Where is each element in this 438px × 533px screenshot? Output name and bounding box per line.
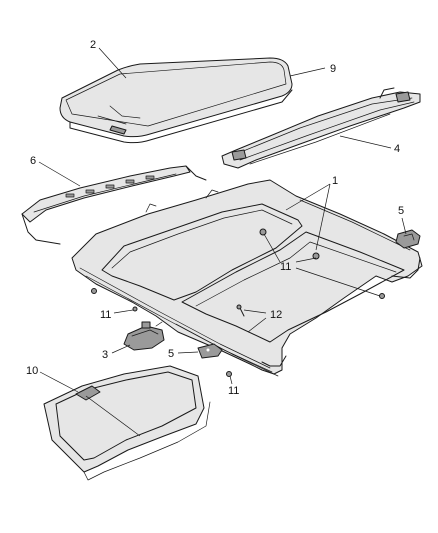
callout-1: 1 [332, 175, 338, 187]
callout-6: 6 [30, 155, 36, 167]
sunshade [43, 365, 211, 481]
callout-2: 2 [90, 39, 96, 51]
motor-assembly [123, 321, 165, 351]
leader-lines [38, 47, 407, 437]
fasteners [91, 288, 232, 377]
callout-10: 10 [26, 365, 38, 377]
callout-11-lower: 11 [228, 385, 239, 397]
callout-11-left: 11 [100, 309, 111, 321]
callout-4: 4 [394, 143, 400, 155]
callout-11-frame: 11 [280, 261, 291, 273]
glass-panel [59, 57, 293, 144]
callout-9: 9 [330, 63, 336, 75]
callout-labels: 2 9 4 6 1 5 11 11 12 3 5 11 10 [26, 39, 404, 397]
callout-5-lower: 5 [168, 348, 174, 360]
callout-12: 12 [270, 309, 282, 321]
screw [236, 304, 245, 317]
front-deflector [21, 165, 207, 245]
bracket-lower [197, 343, 223, 359]
sunroof-frame [71, 179, 423, 377]
bracket-right [395, 229, 421, 249]
callout-3: 3 [102, 349, 108, 361]
callout-5-bracket: 5 [398, 205, 404, 217]
rear-rail-assembly [221, 87, 421, 169]
